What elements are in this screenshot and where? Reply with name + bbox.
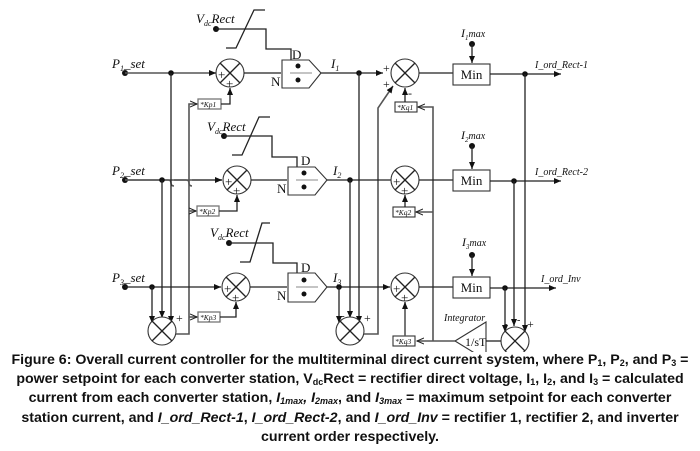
wire <box>418 107 434 341</box>
current-label-i1: I1 <box>330 56 339 73</box>
output-label-inv: I_ord_Inv <box>540 274 581 285</box>
max-label-3: I3max <box>461 235 487 251</box>
divider-block-1 <box>281 59 322 89</box>
caption-line: current from each converter station, I1m… <box>28 390 672 407</box>
svg-text:+: + <box>364 311 371 325</box>
min-label-2: Min <box>461 173 483 188</box>
svg-text:-: - <box>517 315 520 326</box>
order-balance-summer: - - + <box>500 74 534 352</box>
wire <box>219 195 240 212</box>
summing-junction-q2: + + <box>390 165 420 198</box>
figure-caption: Figure 6: Overall current controller for… <box>0 351 700 447</box>
gain-label-kq2: *Kq2 <box>395 208 412 217</box>
summing-junction-p1: + + <box>215 58 245 91</box>
wire <box>377 85 394 330</box>
gain-label-kp2: *Kp2 <box>199 207 216 216</box>
divider-block-3 <box>287 272 328 303</box>
limiter-symbol <box>232 116 270 156</box>
divider-d-label-3: D <box>301 260 310 275</box>
divider-d-label-2: D <box>301 153 310 168</box>
svg-text:+: + <box>218 67 225 82</box>
max-label-1: I1max <box>460 26 486 42</box>
integrator-title: Integrator <box>443 313 485 324</box>
caption-line: station current, and I_ord_Rect-1, I_ord… <box>21 409 679 426</box>
input-label-p3: P3_set <box>111 270 145 287</box>
vdc-label-2: VdcRect <box>207 119 246 136</box>
caption-line: Figure 6: Overall current controller for… <box>11 352 689 368</box>
svg-text:+: + <box>527 317 534 331</box>
power-balance-summer: + <box>147 73 190 346</box>
current-label-i2: I2 <box>332 163 341 180</box>
svg-text:+: + <box>393 281 400 296</box>
svg-text:+: + <box>225 174 232 189</box>
output-label-rect2: I_ord_Rect-2 <box>534 167 588 178</box>
caption-line: power setpoint for each converter statio… <box>16 371 684 388</box>
divider-d-label-1: D <box>292 47 301 62</box>
svg-text:+: + <box>224 281 231 296</box>
output-label-rect1: I_ord_Rect-1 <box>534 60 588 71</box>
input-label-p1: P1_set <box>111 56 145 73</box>
input-label-p2: P2_set <box>111 163 145 180</box>
current-label-i3: I3 <box>332 270 341 287</box>
summing-junction-p2: + + <box>222 165 252 198</box>
wire <box>229 242 298 273</box>
summing-junction-p3: + + <box>221 272 251 305</box>
min-label-3: Min <box>461 280 483 295</box>
svg-text:-: - <box>341 310 345 322</box>
current-controller-diagram: P1_set + + *Kp1 VdcRect N D I1 <box>111 9 588 352</box>
svg-text:+: + <box>226 76 233 91</box>
vdc-label-3: VdcRect <box>210 225 249 242</box>
limiter-symbol <box>226 9 265 49</box>
gain-label-kq3: *Kq3 <box>395 337 412 346</box>
wire <box>224 135 298 167</box>
wire <box>216 28 292 60</box>
integrator-transfer-function: 1/sT <box>465 335 487 349</box>
svg-text:+: + <box>176 311 183 325</box>
svg-text:-: - <box>504 318 508 330</box>
svg-text:+: + <box>383 77 390 91</box>
divider-block-2 <box>287 166 328 196</box>
svg-text:+: + <box>383 61 390 75</box>
svg-text:+: + <box>233 183 240 198</box>
max-label-2: I2max <box>460 128 486 144</box>
integrator-block: Integrator 1/sT <box>417 313 501 352</box>
gain-label-kp3: *Kp3 <box>200 313 217 322</box>
wire <box>220 302 239 318</box>
gain-block-kq3 <box>392 335 416 347</box>
svg-text:+: + <box>401 183 408 198</box>
vdc-label-1: VdcRect <box>196 11 235 28</box>
min-label-1: Min <box>461 67 483 82</box>
divider-n-label-2: N <box>277 181 287 196</box>
gain-label-kq1: *Kq1 <box>397 103 413 112</box>
gain-label-kp1: *Kp1 <box>200 100 216 109</box>
caption-line: current order respectively. <box>261 428 439 445</box>
summing-junction-q3: + + <box>390 272 420 305</box>
limiter-symbol <box>240 222 270 263</box>
svg-text:+: + <box>393 174 400 189</box>
wire <box>221 88 233 105</box>
row-1: P1_set + + *Kp1 VdcRect N D I1 <box>111 9 588 341</box>
divider-n-label-1: N <box>271 74 281 89</box>
svg-text:+: + <box>401 290 408 305</box>
row-2: P2_set + + *Kp2 VdcRect N D I2 <box>111 116 588 218</box>
svg-text:+: + <box>232 290 239 305</box>
divider-n-label-3: N <box>277 288 287 303</box>
summing-junction-q1: + + - <box>383 58 420 100</box>
wire <box>125 179 222 187</box>
wire <box>188 104 197 330</box>
svg-text:-: - <box>408 86 412 100</box>
current-balance-summer: - + <box>335 73 379 346</box>
